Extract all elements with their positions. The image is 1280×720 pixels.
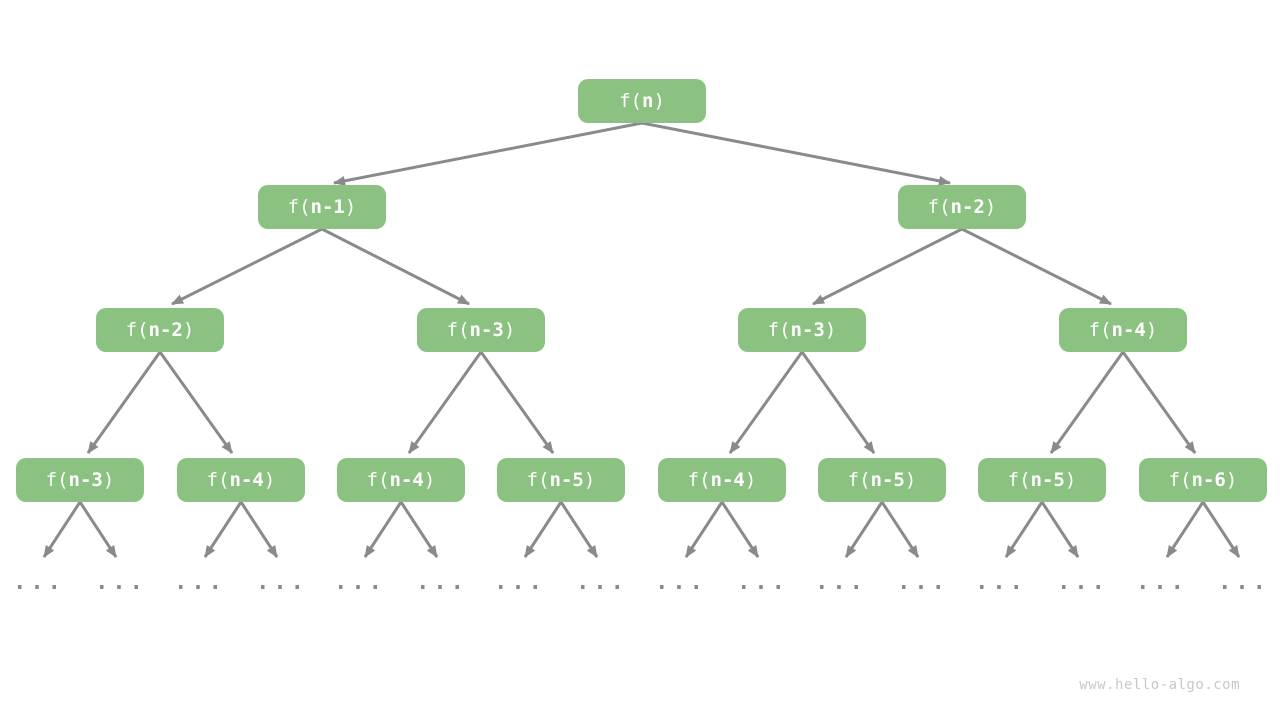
node-label: f(n-3) <box>446 318 516 341</box>
tree-node-l3-0: f(n-2) <box>96 308 224 352</box>
ellipsis-leaf: ... <box>655 570 707 595</box>
ellipsis-leaf: ... <box>1218 570 1270 595</box>
ellipsis-leaf: ... <box>494 570 546 595</box>
node-label: f(n-6) <box>1168 468 1238 491</box>
edges-level-4 <box>42 501 1241 558</box>
node-label: f(n-1) <box>287 195 357 218</box>
node-label: f(n-2) <box>125 318 195 341</box>
tree-node-l4-4: f(n-4) <box>658 458 786 502</box>
tree-node-root: f(n) <box>578 79 706 123</box>
ellipsis-leaf: ... <box>256 570 308 595</box>
ellipsis-leaf: ... <box>95 570 147 595</box>
tree-node-l2-1: f(n-2) <box>898 185 1026 229</box>
node-label: f(n-3) <box>45 468 115 491</box>
ellipsis-leaf: ... <box>334 570 386 595</box>
node-label: f(n-2) <box>927 195 997 218</box>
tree-node-l3-2: f(n-3) <box>738 308 866 352</box>
ellipsis-leaf: ... <box>174 570 226 595</box>
node-label: f(n-4) <box>206 468 276 491</box>
node-label: f(n) <box>619 89 665 112</box>
edges-level-1 <box>333 121 951 186</box>
tree-node-l3-3: f(n-4) <box>1059 308 1187 352</box>
node-label: f(n-4) <box>687 468 757 491</box>
ellipsis-leaf: ... <box>975 570 1027 595</box>
ellipsis-leaf: ... <box>737 570 789 595</box>
tree-node-l4-3: f(n-5) <box>497 458 625 502</box>
edges-level-3 <box>86 351 1197 454</box>
ellipsis-leaf: ... <box>897 570 949 595</box>
ellipsis-leaf: ... <box>1136 570 1188 595</box>
ellipsis-leaf: ... <box>416 570 468 595</box>
node-label: f(n-5) <box>847 468 917 491</box>
tree-node-l4-2: f(n-4) <box>337 458 465 502</box>
ellipsis-leaf: ... <box>13 570 65 595</box>
tree-node-l4-6: f(n-5) <box>978 458 1106 502</box>
tree-node-l4-5: f(n-5) <box>818 458 946 502</box>
tree-node-l4-7: f(n-6) <box>1139 458 1267 502</box>
ellipsis-leaf: ... <box>1057 570 1109 595</box>
tree-node-l4-0: f(n-3) <box>16 458 144 502</box>
watermark: www.hello-algo.com <box>1079 677 1240 693</box>
node-label: f(n-5) <box>1007 468 1077 491</box>
node-label: f(n-4) <box>366 468 436 491</box>
node-label: f(n-4) <box>1088 318 1158 341</box>
ellipsis-leaf: ... <box>576 570 628 595</box>
tree-node-l4-1: f(n-4) <box>177 458 305 502</box>
node-label: f(n-3) <box>767 318 837 341</box>
node-label: f(n-5) <box>526 468 596 491</box>
tree-node-l2-0: f(n-1) <box>258 185 386 229</box>
edges-level-2 <box>171 227 1112 306</box>
tree-node-l3-1: f(n-3) <box>417 308 545 352</box>
ellipsis-leaf: ... <box>815 570 867 595</box>
